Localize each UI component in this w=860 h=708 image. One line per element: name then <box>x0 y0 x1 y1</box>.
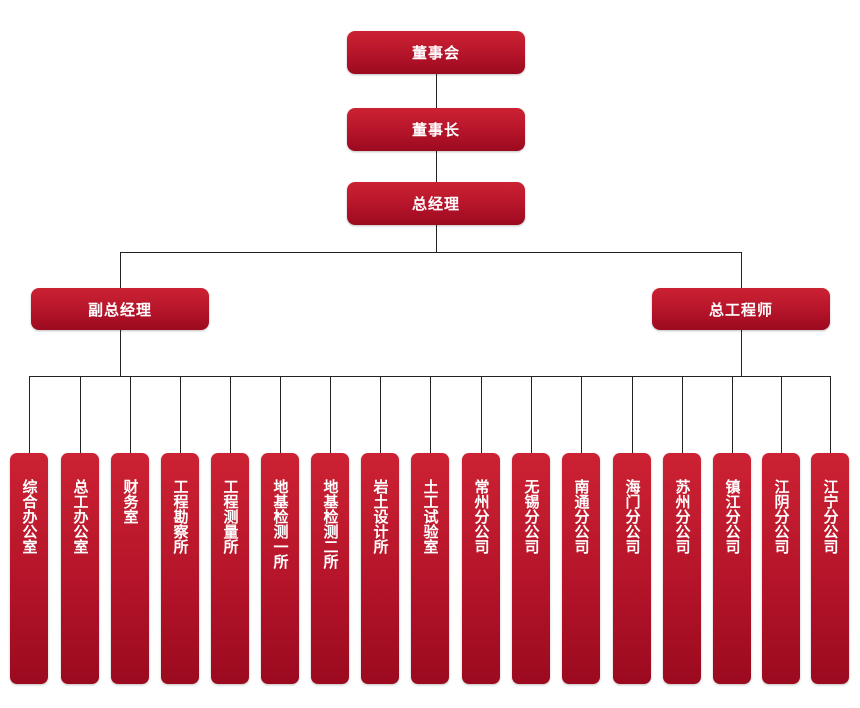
connector-department <box>581 376 582 453</box>
gm-label: 总经理 <box>411 195 460 213</box>
department-box: 地基检测二所 <box>311 453 349 684</box>
deputy-gm-label: 副总经理 <box>87 300 152 319</box>
department-box: 海门分公司 <box>613 453 651 684</box>
connector-department <box>280 376 281 453</box>
connector-department <box>230 376 231 453</box>
department-label: 综合办公室 <box>20 479 39 554</box>
department-box: 江阴分公司 <box>762 453 800 684</box>
connector-to-chief-engineer <box>741 252 742 288</box>
department-label: 财务室 <box>121 479 140 524</box>
department-box: 常州分公司 <box>462 453 500 684</box>
department-label: 江宁分公司 <box>821 479 840 554</box>
department-box: 土工试验室 <box>411 453 449 684</box>
department-box: 镇江分公司 <box>713 453 751 684</box>
chairman-box: 董事长 <box>347 108 525 151</box>
connector-department <box>781 376 782 453</box>
gm-box: 总经理 <box>347 182 525 225</box>
chief-engineer-label: 总工程师 <box>708 300 773 319</box>
department-label: 地基检测一所 <box>271 479 290 569</box>
connector-upper-horizontal <box>120 252 742 253</box>
department-box: 工程测量所 <box>211 453 249 684</box>
connector-lower-horizontal <box>29 376 830 377</box>
deputy-gm-box: 副总经理 <box>31 288 209 330</box>
department-label: 岩土设计所 <box>371 479 390 554</box>
department-box: 财务室 <box>111 453 149 684</box>
connector-department <box>481 376 482 453</box>
board-box: 董事会 <box>347 31 525 74</box>
department-label: 南通分公司 <box>572 479 591 554</box>
connector-gm-down <box>436 225 437 253</box>
department-label: 工程勘察所 <box>171 479 190 554</box>
department-label: 苏州分公司 <box>673 479 692 554</box>
chief-engineer-box: 总工程师 <box>652 288 830 330</box>
department-box: 综合办公室 <box>10 453 48 684</box>
connector-department <box>830 376 831 453</box>
connector-department <box>430 376 431 453</box>
department-label: 土工试验室 <box>421 479 440 554</box>
chairman-label: 董事长 <box>411 121 460 139</box>
connector-chairman-gm <box>436 151 437 182</box>
connector-department <box>180 376 181 453</box>
department-label: 江阴分公司 <box>772 479 791 554</box>
connector-department <box>682 376 683 453</box>
connector-chief-engineer-down <box>741 330 742 377</box>
department-label: 常州分公司 <box>472 479 491 554</box>
connector-department <box>531 376 532 453</box>
department-box: 苏州分公司 <box>663 453 701 684</box>
connector-to-deputy-gm <box>120 252 121 288</box>
department-label: 工程测量所 <box>221 479 240 554</box>
department-box: 工程勘察所 <box>161 453 199 684</box>
department-box: 江宁分公司 <box>811 453 849 684</box>
department-label: 无锡分公司 <box>522 479 541 554</box>
department-box: 岩土设计所 <box>361 453 399 684</box>
department-box: 地基检测一所 <box>261 453 299 684</box>
department-label: 总工办公室 <box>71 479 90 554</box>
department-box: 南通分公司 <box>562 453 600 684</box>
connector-department <box>29 376 30 453</box>
department-label: 地基检测二所 <box>321 479 340 569</box>
connector-board-chairman <box>436 74 437 108</box>
connector-department <box>732 376 733 453</box>
connector-department <box>632 376 633 453</box>
department-label: 镇江分公司 <box>723 479 742 554</box>
department-box: 无锡分公司 <box>512 453 550 684</box>
connector-department <box>330 376 331 453</box>
connector-department <box>130 376 131 453</box>
department-box: 总工办公室 <box>61 453 99 684</box>
department-label: 海门分公司 <box>623 479 642 554</box>
connector-department <box>80 376 81 453</box>
connector-department <box>380 376 381 453</box>
connector-deputy-gm-down <box>120 330 121 377</box>
board-label: 董事会 <box>411 44 460 62</box>
